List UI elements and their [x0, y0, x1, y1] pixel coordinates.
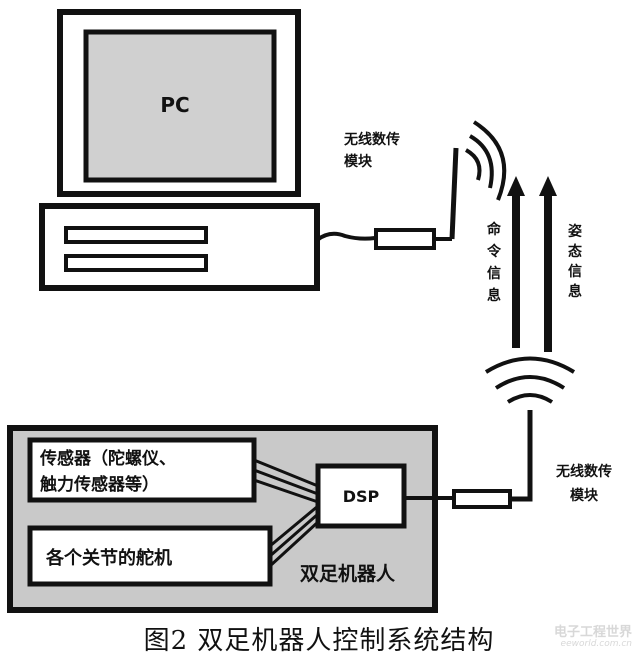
bus-lines [253, 458, 320, 568]
servo-box [27, 525, 273, 587]
robot-label: 双足机器人 [300, 563, 396, 585]
sensor-label-line1: 传感器（陀螺仪、 [39, 448, 176, 469]
sensor-label-line2: 触力传感器等） [39, 474, 159, 495]
logo-text-en: eeworld.com.cn [560, 639, 632, 650]
posture-info-char-1: 姿 [568, 223, 583, 240]
pc-label: PC [160, 93, 189, 117]
system-diagram: PC 无线数传 模块 命 令 信 息 姿 态 信 息 [7, 9, 612, 613]
pc-monitor [57, 9, 301, 197]
command-info-char-4: 息 [487, 287, 501, 304]
wireless-module-top-label-line2: 模块 [344, 153, 373, 170]
logo-text-cn: 电子工程世界 [553, 625, 632, 640]
figure-caption: 图2 双足机器人控制系统结构 [143, 626, 495, 656]
wireless-module-bottom-label-line1: 无线数传 [555, 463, 612, 480]
wireless-module-top [374, 147, 459, 250]
posture-info-char-2: 态 [568, 243, 582, 260]
radio-waves-top [464, 120, 507, 201]
wireless-module-bottom [452, 410, 533, 509]
posture-info-char-4: 息 [568, 283, 582, 300]
command-info-char-2: 令 [486, 243, 502, 260]
command-info-char-1: 命 [486, 221, 502, 238]
wireless-module-top-label-line1: 无线数传 [343, 131, 400, 148]
dsp-label: DSP [343, 487, 380, 506]
eeworld-logo: 电子工程世界 eeworld.com.cn [553, 625, 632, 650]
pc-base [39, 203, 320, 291]
wireless-module-bottom-label-line2: 模块 [570, 487, 599, 504]
command-info-char-3: 信 [487, 265, 501, 282]
posture-info-arrow [539, 176, 557, 352]
posture-info-char-3: 信 [568, 263, 582, 280]
radio-waves-bottom [484, 356, 576, 404]
servo-label: 各个关节的舵机 [45, 547, 172, 569]
command-info-arrow [507, 176, 525, 348]
dsp-box [315, 463, 407, 529]
sensor-box [27, 437, 257, 503]
pc-cable [315, 231, 376, 242]
